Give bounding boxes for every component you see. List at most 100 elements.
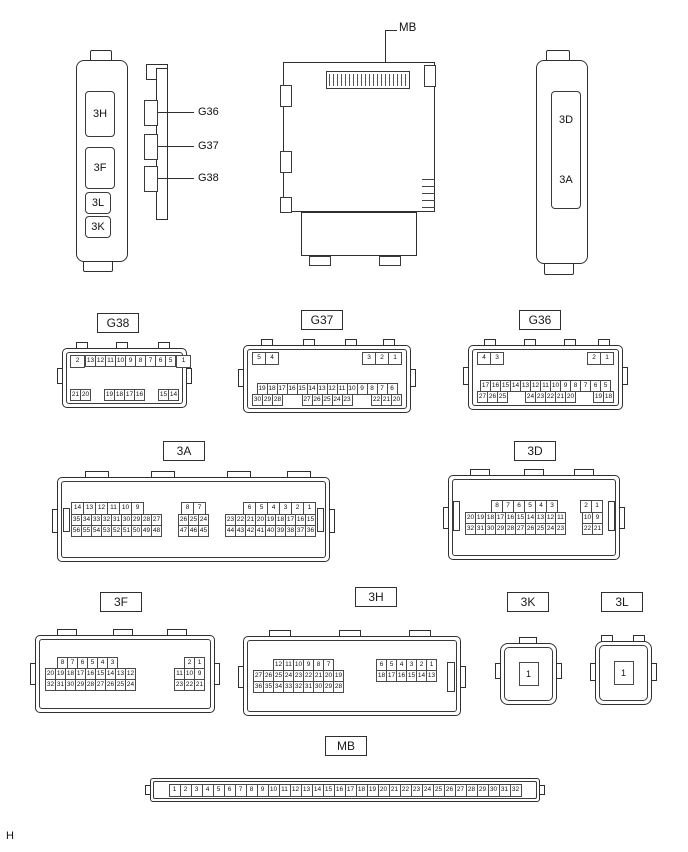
pin-group: 2 xyxy=(70,355,85,368)
label-box-G37: G37 xyxy=(301,310,343,330)
connector-inner-outline xyxy=(153,781,537,799)
pin-grid-3K: 1 xyxy=(506,649,551,699)
connector-latch-slot xyxy=(453,501,460,531)
pin-G38-20: 20 xyxy=(80,389,91,401)
pin-3A-36: 36 xyxy=(305,525,316,537)
pin-row: 1 xyxy=(506,662,551,686)
pin-G36-4: 4 xyxy=(477,352,491,365)
pin-group: 1 xyxy=(518,662,539,686)
connector-inner-outline xyxy=(452,479,616,556)
pin-G38-5: 5 xyxy=(165,355,176,367)
leader-line-G37 xyxy=(158,146,194,148)
connector-face-3K: 1 xyxy=(495,637,562,705)
junction-block-left-view: 3H 3F 3L 3K xyxy=(70,50,134,282)
housing-body: 3D 3A xyxy=(536,60,588,264)
connector-latch-slot xyxy=(608,501,615,531)
slot-3F: 3F xyxy=(85,147,115,189)
label-text-3F: 3F xyxy=(113,595,128,609)
side-label-G38: G38 xyxy=(198,172,219,184)
pin-G36-20: 20 xyxy=(565,391,576,403)
pin-3F-24: 24 xyxy=(125,679,136,691)
pin-G36-18: 18 xyxy=(603,391,614,403)
label-text-3K: 3K xyxy=(520,595,536,609)
side-view-connector-G36 xyxy=(144,100,158,126)
pin-G36-1: 1 xyxy=(600,352,614,365)
pin-MB-7: 7 xyxy=(234,783,247,797)
pin-3A-45: 45 xyxy=(198,525,209,537)
ecu-right-comb xyxy=(422,179,435,209)
label-text-3A: 3A xyxy=(176,444,192,458)
connector-column-side-view: G36 G37 G38 xyxy=(140,64,270,229)
leader-line-G38 xyxy=(158,178,194,180)
pin-G38-2: 2 xyxy=(70,355,85,368)
slot-3K: 3K xyxy=(85,216,111,238)
leader-line-G36 xyxy=(158,112,194,114)
pin-MB-16: 16 xyxy=(333,783,346,797)
connector-inner-outline xyxy=(66,352,183,404)
slot-3L-label: 3L xyxy=(91,197,105,209)
pin-3D-3: 3 xyxy=(546,500,558,513)
pin-3F-21: 21 xyxy=(194,679,205,691)
side-label-G37: G37 xyxy=(198,140,219,152)
pin-G36-2: 2 xyxy=(587,352,601,365)
pin-G38-16: 16 xyxy=(134,389,145,401)
pin-G37-20: 20 xyxy=(391,394,402,406)
pin-G37-23: 23 xyxy=(341,394,353,406)
connector-inner-outline xyxy=(61,481,326,558)
side-view-connector-G37 xyxy=(144,134,158,160)
pin-G38-14: 14 xyxy=(168,389,179,401)
label-box-3K: 3K xyxy=(507,592,549,612)
slot-3F-label: 3F xyxy=(93,162,107,174)
ecu-lower-section xyxy=(301,212,417,256)
ecu-body xyxy=(280,62,436,213)
pin-G37-5: 5 xyxy=(252,352,266,365)
pin-grid-3L: 1 xyxy=(601,647,646,699)
label-text-G37: G37 xyxy=(310,313,334,327)
label-text-3H: 3H xyxy=(368,590,384,604)
pin-G38-1: 1 xyxy=(176,355,191,368)
label-text-G38: G38 xyxy=(106,316,130,330)
connector-latch-slot xyxy=(63,508,70,532)
label-box-3F: 3F xyxy=(100,592,142,612)
connector-latch-slot xyxy=(447,662,455,692)
side-label-G36: G36 xyxy=(198,106,219,118)
pin-G37-3: 3 xyxy=(362,352,376,365)
housing-body: 3H 3F 3L 3K xyxy=(76,60,128,262)
pin-MB-31: 31 xyxy=(498,783,511,797)
